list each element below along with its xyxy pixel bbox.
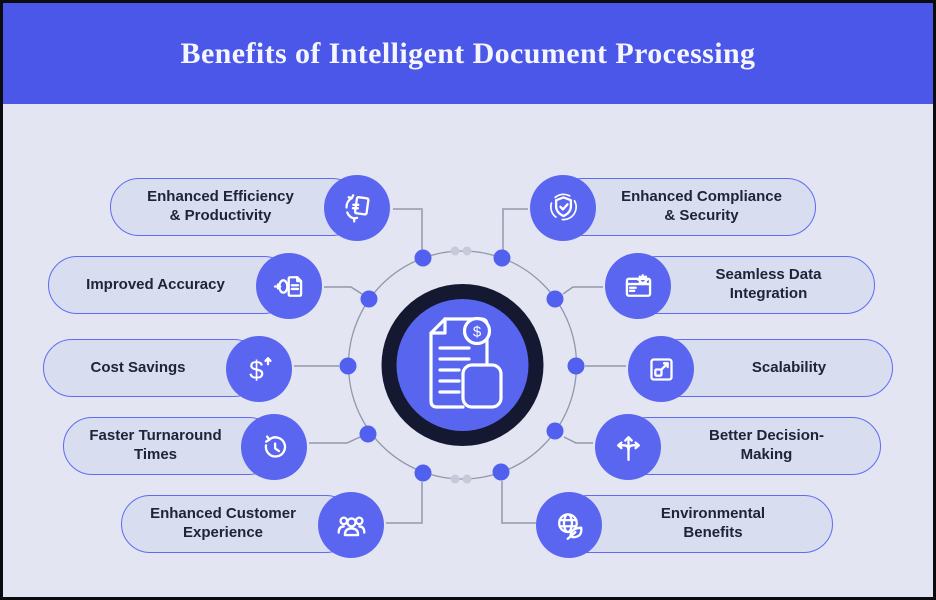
benefit-label: Cost Savings xyxy=(90,358,186,376)
ring-dots xyxy=(339,249,585,482)
svg-text:$: $ xyxy=(249,354,264,384)
center-hub: $ xyxy=(381,284,544,446)
svg-text:$: $ xyxy=(473,324,482,341)
clock-history-icon xyxy=(241,414,307,480)
benefit-pill-efficiency: Enhanced Efficiency & Productivity xyxy=(110,175,390,241)
hub-ring xyxy=(347,250,578,480)
benefit-label: Enhanced Customer Experience xyxy=(150,505,296,541)
benefit-pill-accuracy: Improved Accuracy xyxy=(48,253,322,319)
globe-leaf-icon xyxy=(536,492,602,558)
benefit-label: Faster Turnaround Times xyxy=(89,427,222,463)
benefit-pill-customer-experience: Enhanced Customer Experience xyxy=(121,492,384,558)
benefit-pill-decision-making: Better Decision- Making xyxy=(595,414,881,480)
expand-arrow-icon xyxy=(628,336,694,402)
benefit-pill-cost-savings: Cost Savings $ xyxy=(43,336,292,402)
shield-check-icon xyxy=(530,175,596,241)
benefit-pill-data-integration: Seamless Data Integration xyxy=(605,253,875,319)
benefit-label: Environmental Benefits xyxy=(660,505,766,541)
header-band: Benefits of Intelligent Document Process… xyxy=(3,3,933,104)
people-group-icon xyxy=(318,492,384,558)
document-refresh-icon xyxy=(324,175,390,241)
benefit-label: Enhanced Compliance & Security xyxy=(621,188,782,224)
invoice-document-icon: $ xyxy=(429,316,503,409)
benefit-pill-turnaround: Faster Turnaround Times xyxy=(63,414,307,480)
ring-gray-dots xyxy=(450,246,472,484)
dollar-up-arrow-icon: $ xyxy=(226,336,292,402)
page-title: Benefits of Intelligent Document Process… xyxy=(180,36,756,70)
document-scan-icon xyxy=(256,253,322,319)
benefit-label: Scalability xyxy=(751,358,827,376)
direction-arrows-icon xyxy=(595,414,661,480)
benefit-label: Seamless Data Integration xyxy=(715,266,822,302)
benefit-pill-environmental: Environmental Benefits xyxy=(536,492,833,558)
benefit-pill-compliance: Enhanced Compliance & Security xyxy=(530,175,816,241)
benefit-label: Enhanced Efficiency & Productivity xyxy=(147,188,294,224)
benefit-label: Improved Accuracy xyxy=(86,275,225,293)
benefit-pill-scalability: Scalability xyxy=(628,336,893,402)
window-gear-icon xyxy=(605,253,671,319)
connector-lines xyxy=(294,208,626,524)
benefit-label: Better Decision- Making xyxy=(708,427,825,463)
